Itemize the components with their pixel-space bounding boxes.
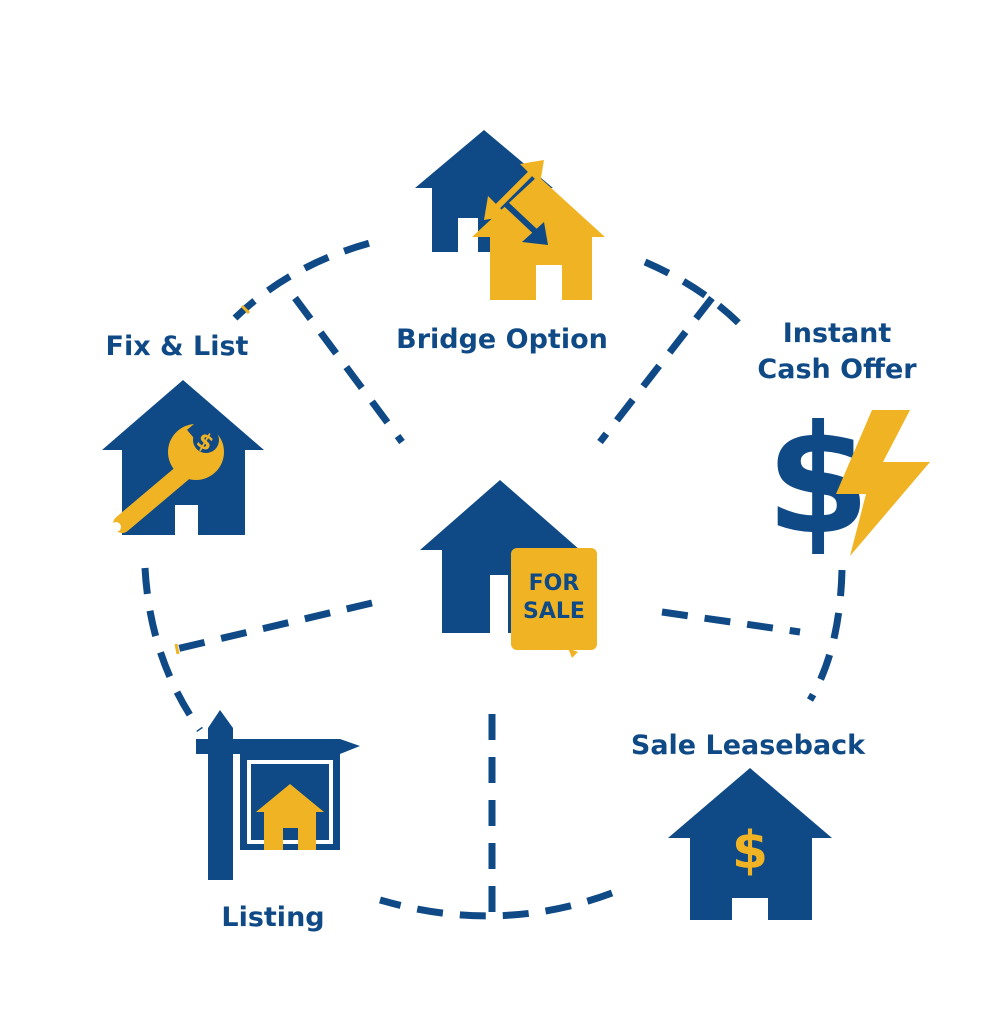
ring-segment-instant-leaseback [806, 569, 846, 702]
ring-segment-fixlist-bridge [232, 239, 371, 321]
listing-house [256, 784, 324, 850]
leaseback-house [668, 768, 832, 920]
sign-tab [568, 648, 578, 658]
dollar-lightning-icon: $ [766, 394, 930, 568]
for-sale-sign [511, 548, 597, 650]
instant-cash-offer-label: Instant Cash Offer [757, 316, 916, 388]
gold-accents [174, 304, 251, 655]
ring-segment-listing-fixlist [141, 567, 203, 733]
listing-label: Listing [221, 902, 325, 933]
house-dollar-icon: $ [668, 768, 832, 920]
sale-leaseback-label: Sale Leaseback [630, 730, 866, 761]
spoke-bridge-right [597, 295, 715, 445]
pole-tip [208, 710, 233, 728]
instant-label-line2: Cash Offer [757, 354, 917, 385]
leaseback-dollar-symbol: $ [732, 821, 768, 881]
fix-and-list-label: Fix & List [105, 331, 249, 362]
bridge-houses-icon [415, 130, 605, 300]
ring-segment-bridge-instant [643, 258, 753, 338]
bridge-option-label: Bridge Option [396, 324, 608, 355]
listing-sign-icon [196, 710, 360, 880]
sign-post [496, 548, 504, 568]
sign-text-sale: SALE [523, 599, 585, 624]
spoke-fixlist [171, 599, 373, 654]
outer-dashed-ring [141, 239, 846, 920]
sign-text-for: FOR [529, 571, 580, 596]
wrench-icon [111, 407, 225, 533]
ring-segment-leaseback-listing [379, 889, 614, 920]
spoke-bridge-left [292, 295, 405, 445]
swap-arrows-icon [464, 163, 548, 245]
house-for-sale-icon: FOR SALE [420, 480, 597, 658]
sign-arm [196, 739, 360, 754]
lightning-bolt [836, 410, 930, 556]
center-spokes [171, 295, 801, 920]
spoke-leaseback [661, 608, 801, 636]
house-wrench-icon: $ [102, 380, 264, 535]
instant-label-line1: Instant [782, 318, 892, 349]
